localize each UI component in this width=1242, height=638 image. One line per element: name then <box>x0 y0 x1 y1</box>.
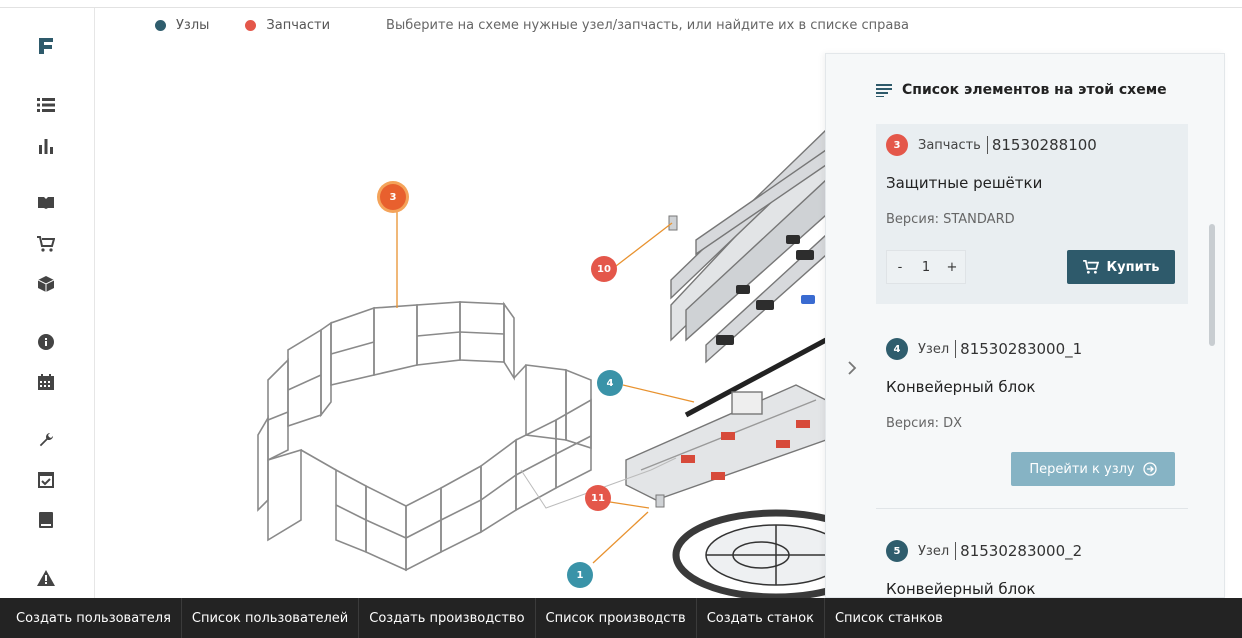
warning-icon[interactable] <box>36 568 56 588</box>
box-icon[interactable] <box>36 274 56 294</box>
machine-upper-assembly <box>670 129 826 364</box>
checkbox-icon[interactable] <box>36 470 56 490</box>
list-icon[interactable] <box>36 95 56 115</box>
diagram-canvas[interactable]: 3 10 4 11 1 <box>96 40 826 598</box>
fence-enclosure <box>257 301 592 572</box>
create-machine-link[interactable]: Создать станок <box>697 598 825 638</box>
rotary-table <box>672 509 826 598</box>
legend-parts-label: Запчасти <box>266 17 331 33</box>
info-icon[interactable] <box>36 332 56 352</box>
item-header: 4 Узел 81530283000_1 <box>886 338 1178 360</box>
calendar-icon[interactable] <box>36 372 56 392</box>
marker-label: 1 <box>576 569 584 581</box>
top-border <box>0 0 1242 8</box>
chart-icon[interactable] <box>36 136 56 156</box>
legend-hint: Выберите на схеме нужные узел/запчасть, … <box>386 17 909 33</box>
item-version: Версия: DX <box>886 416 963 431</box>
item-header: 3 Запчасть 81530288100 <box>886 134 1178 156</box>
item-code: 81530283000_1 <box>955 340 1082 358</box>
item-header: 5 Узел 81530283000_2 <box>886 540 1178 562</box>
collapse-panel-chevron-icon[interactable] <box>846 360 860 378</box>
diagram-drawing <box>257 129 826 598</box>
connector-lines <box>520 457 677 509</box>
marker-label: 3 <box>389 191 397 203</box>
part-dot-icon <box>245 19 257 31</box>
panel-title-text: Список элементов на этой схеме <box>902 82 1167 98</box>
diagram-marker-node[interactable]: 4 <box>597 370 623 396</box>
qty-decrease-button[interactable]: - <box>897 259 903 275</box>
legend: Узлы Запчасти Выберите на схеме нужные у… <box>155 16 909 34</box>
item-number-badge: 5 <box>886 540 908 562</box>
legend-parts: Запчасти <box>245 18 330 33</box>
cart-icon[interactable] <box>36 234 56 254</box>
motor-blocks <box>716 235 815 345</box>
list-item[interactable]: 4 Узел 81530283000_1 Конвейерный блок Ве… <box>876 338 1188 498</box>
go-to-node-label: Перейти к узлу <box>1029 461 1135 477</box>
cart-icon <box>1082 260 1099 274</box>
item-code: 81530288100 <box>986 136 1097 154</box>
sidebar <box>0 8 95 598</box>
quantity-stepper[interactable]: - 1 + <box>886 250 966 284</box>
marker-label: 11 <box>591 492 605 504</box>
small-bracket-parts <box>655 215 678 508</box>
qty-value[interactable]: 1 <box>921 259 931 275</box>
item-type: Запчасть <box>918 137 981 153</box>
arrow-right-circle-icon <box>1142 462 1157 476</box>
diagram-marker-node[interactable]: 1 <box>567 562 593 588</box>
item-number-badge: 3 <box>886 134 908 156</box>
qty-increase-button[interactable]: + <box>946 259 958 275</box>
item-name: Защитные решётки <box>886 174 1043 192</box>
chain-conveyor <box>684 337 826 418</box>
text-lines-icon <box>876 84 892 97</box>
bottom-nav-bar: Создать пользователя Список пользователе… <box>0 598 1242 638</box>
item-type: Узел <box>918 341 950 357</box>
logo-icon[interactable] <box>36 36 56 56</box>
diagram-marker-part[interactable]: 3 <box>380 184 406 210</box>
node-dot-icon <box>155 19 166 31</box>
buy-button[interactable]: Купить <box>1067 250 1175 284</box>
machine-list-link[interactable]: Список станков <box>834 610 943 626</box>
create-production-link[interactable]: Создать производство <box>359 598 536 638</box>
manual-icon[interactable] <box>36 510 56 530</box>
red-clamps <box>681 420 810 480</box>
legend-nodes: Узлы <box>155 18 209 33</box>
leader-lines <box>396 210 695 564</box>
production-list-link[interactable]: Список производств <box>536 598 697 638</box>
panel-title: Список элементов на этой схеме <box>876 82 1167 98</box>
list-item[interactable]: 5 Узел 81530283000_2 Конвейерный блок <box>876 540 1188 598</box>
user-list-link[interactable]: Список пользователей <box>182 598 360 638</box>
item-code: 81530283000_2 <box>955 542 1082 560</box>
item-name: Конвейерный блок <box>886 580 1036 598</box>
item-name: Конвейерный блок <box>886 378 1036 396</box>
list-item[interactable]: 3 Запчасть 81530288100 Защитные решётки … <box>876 124 1188 304</box>
buy-button-label: Купить <box>1106 259 1160 275</box>
item-version: Версия: STANDARD <box>886 212 1015 227</box>
elements-panel: Список элементов на этой схеме 3 Запчаст… <box>825 53 1225 598</box>
wrench-icon[interactable] <box>36 430 56 450</box>
divider <box>876 508 1188 509</box>
create-user-link[interactable]: Создать пользователя <box>6 598 182 638</box>
legend-nodes-label: Узлы <box>176 17 210 33</box>
diagram-marker-part[interactable]: 10 <box>591 256 617 282</box>
diagram-marker-part[interactable]: 11 <box>585 485 611 511</box>
machine-middle-frame <box>625 384 826 501</box>
go-to-node-button[interactable]: Перейти к узлу <box>1011 452 1175 486</box>
panel-scrollbar[interactable] <box>1209 224 1215 346</box>
marker-label: 10 <box>597 263 611 275</box>
marker-label: 4 <box>606 377 614 389</box>
book-icon[interactable] <box>36 193 56 213</box>
item-number-badge: 4 <box>886 338 908 360</box>
item-type: Узел <box>918 543 950 559</box>
